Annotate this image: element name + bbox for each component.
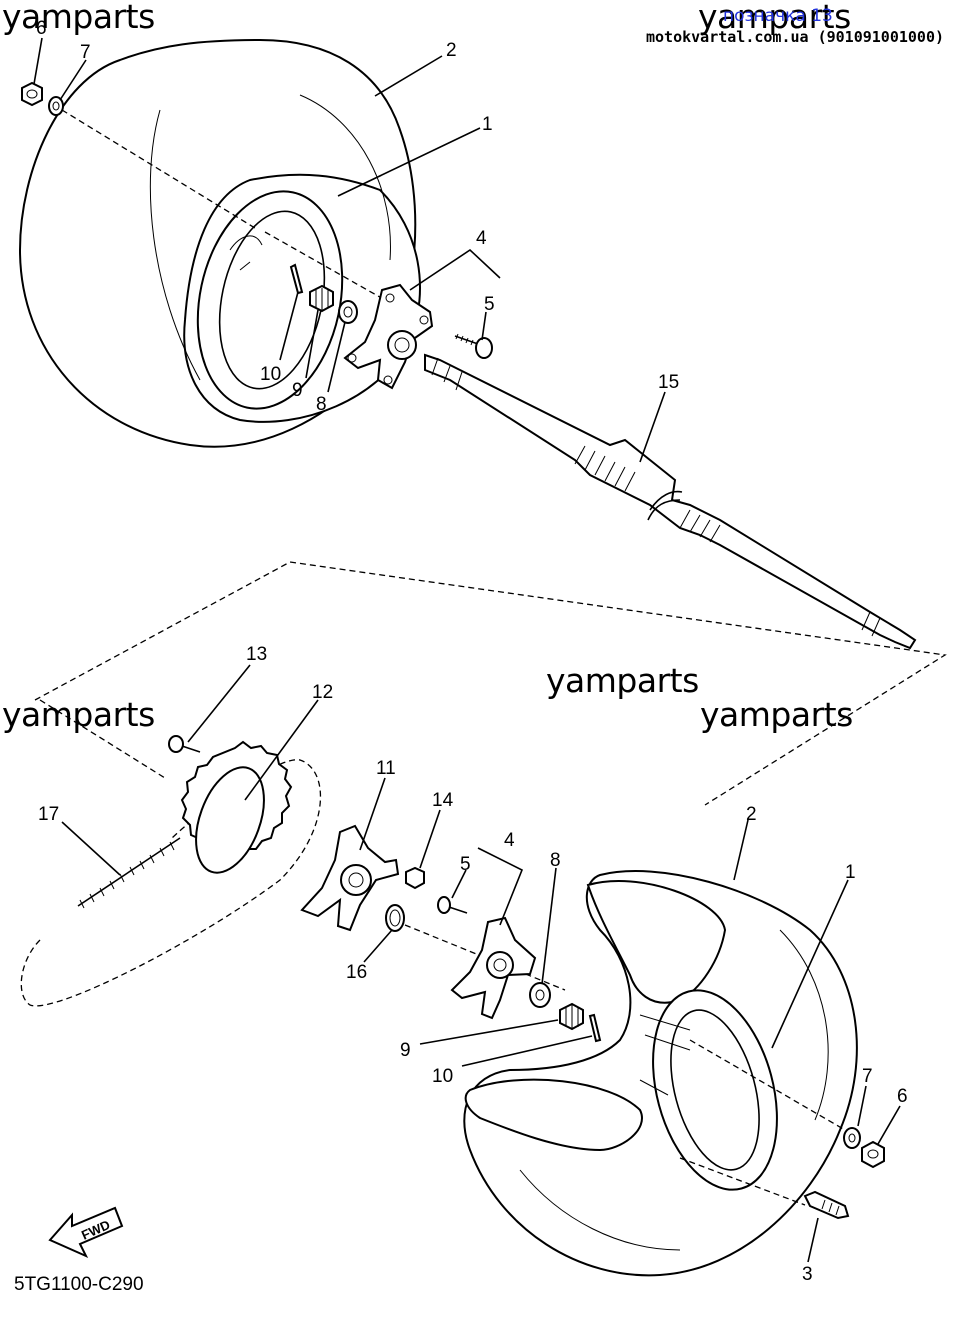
callout-number: 12	[312, 682, 333, 703]
callout-number: 4	[504, 830, 515, 851]
top-washer-8	[338, 300, 358, 324]
bottom-wheel-tire	[463, 870, 858, 1277]
top-washer-7	[48, 96, 64, 116]
callout-number: 2	[446, 40, 457, 61]
callout-number: 3	[802, 1264, 813, 1285]
callout-number: 1	[845, 862, 856, 883]
bottom-axis-line-left	[404, 924, 566, 991]
top-nut-6	[21, 81, 43, 107]
callout-number: 2	[746, 804, 757, 825]
callout-number: 13	[246, 644, 267, 665]
assembly-boundary-left	[39, 699, 166, 779]
bottom-washer-7	[843, 1127, 861, 1149]
nut-14	[405, 866, 425, 890]
top-castle-nut-9	[309, 284, 334, 313]
sprocket-12	[180, 740, 293, 874]
bottom-cotter-pin-10	[588, 1013, 602, 1043]
watermark: yamparts	[546, 661, 699, 700]
callout-number: 16	[346, 962, 367, 983]
bottom-bolt-5	[437, 896, 468, 914]
watermark: yamparts	[2, 695, 155, 734]
callout-number: 9	[292, 380, 303, 401]
bottom-hub-4	[450, 916, 537, 1020]
site-caption: motokvartal.com.ua (901091001000)	[646, 28, 945, 46]
top-axis-line-right	[264, 231, 386, 301]
forward-direction-arrow: FWD	[48, 1206, 124, 1259]
watermark: yamparts	[698, 0, 851, 36]
callout-number: 1	[482, 114, 493, 135]
callout-number: 4	[476, 228, 487, 249]
callout-number: 11	[376, 758, 396, 779]
callout-number: 6	[897, 1086, 908, 1107]
bottom-washer-8	[529, 982, 551, 1008]
watermark: yamparts	[2, 0, 155, 36]
top-wheel-tire	[18, 38, 421, 448]
callout-number: 9	[400, 1040, 411, 1061]
callout-number: 17	[38, 804, 59, 825]
bottom-nut-6	[861, 1140, 885, 1169]
top-bolt-5	[454, 333, 493, 359]
callout-number: 8	[316, 394, 327, 415]
watermark: yamparts	[700, 695, 853, 734]
header-link[interactable]: позначка 13	[723, 6, 833, 26]
callout-number: 8	[550, 850, 561, 871]
drawing-code: 5TG1100-C290	[14, 1274, 144, 1295]
bottom-castle-nut-9	[559, 1002, 584, 1031]
callout-number: 10	[432, 1066, 453, 1087]
bolt-13	[168, 735, 201, 753]
top-hub-4	[343, 283, 434, 390]
callout-number: 10	[260, 364, 281, 385]
callouts-bottom: 13 12 17 11 14 4 5 8 2 1 16 9 10 7 6 3	[38, 644, 908, 1285]
callout-number: 5	[484, 294, 495, 315]
callout-number: 5	[460, 854, 471, 875]
callout-number: 7	[862, 1066, 873, 1087]
callout-number: 7	[80, 42, 91, 63]
callout-number: 14	[432, 790, 454, 811]
callout-number: 15	[658, 372, 679, 393]
sprocket-hub-11	[300, 824, 400, 932]
valve-axis-line	[679, 1157, 806, 1206]
callouts-top: 6 7 2 1 4 5 10 9 8 15	[36, 18, 679, 415]
valve-3	[803, 1190, 850, 1220]
top-axle-15	[424, 353, 917, 650]
top-axis-line-left	[61, 109, 256, 229]
circlip-16	[385, 904, 405, 932]
leader-lines	[33, 37, 901, 1263]
callout-number: 6	[36, 18, 47, 39]
assembly-boundary	[34, 561, 947, 806]
